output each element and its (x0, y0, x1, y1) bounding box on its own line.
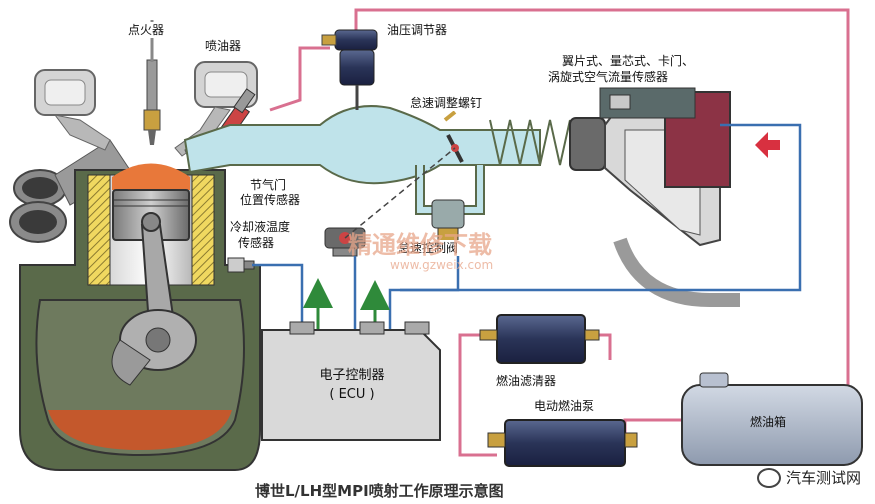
arrow-left-icon (755, 132, 780, 158)
idle-screw-label: 怠速调整螺钉 (407, 95, 486, 111)
brand-text: 汽车测试网 (785, 468, 861, 487)
electric-fuel-pump (487, 419, 638, 467)
engine (9, 20, 261, 471)
ecu-box (261, 321, 441, 441)
fuel-return-line (354, 8, 850, 385)
fuel-filter (479, 314, 600, 364)
signal-lines (252, 123, 802, 335)
brand-mark: 汽车测试网 (756, 467, 861, 488)
throttle-sensor-label-line1: 节气门 (248, 178, 289, 193)
throttle-sensor-label-line2: 位置传感器 (238, 193, 303, 208)
fuel-tank-label: 燃油箱 (750, 415, 787, 429)
idle-valve-label: 怠速控制阀 (395, 240, 462, 256)
ecu-label-line2: ( ECU ) (329, 387, 375, 402)
injector-label: 喷油器 (202, 38, 245, 54)
air-flow-sensor (599, 87, 740, 307)
fuel-rail-line (269, 46, 330, 112)
fuel-filter-label: 燃油滤清器 (493, 373, 560, 389)
air-flow-sensor-label-line1: 翼片式、量芯式、卡门、 (560, 54, 697, 69)
fuel-pump-label: 电动燃油泵 (531, 398, 598, 414)
wechat-icon (756, 468, 781, 488)
pressure-regulator (321, 29, 378, 110)
pressure-regulator-label: 油压调节器 (384, 22, 451, 38)
idle-leader-line (344, 147, 456, 239)
diagram-caption: 博世L/LH型MPI喷射工作原理示意图 (255, 482, 504, 500)
watermark-text: 精通维修下载 (348, 231, 492, 259)
coolant-temp-sensor (227, 257, 255, 273)
coolant-sensor-label-line2: 传感器 (236, 236, 277, 251)
filter-line (458, 333, 497, 457)
air-flow-sensor-label-line2: 涡旋式空气流量传感器 (546, 70, 671, 85)
coolant-sensor-label-line1: 冷却液温度 (228, 220, 293, 235)
ecu-label-line1: 电子控制器 (319, 368, 385, 383)
idle-control-valve (431, 199, 465, 243)
fuel-tank (681, 372, 863, 466)
spark-plug-label: 点火器 (125, 22, 168, 38)
watermark-url: www.gzweix.com (390, 258, 494, 272)
